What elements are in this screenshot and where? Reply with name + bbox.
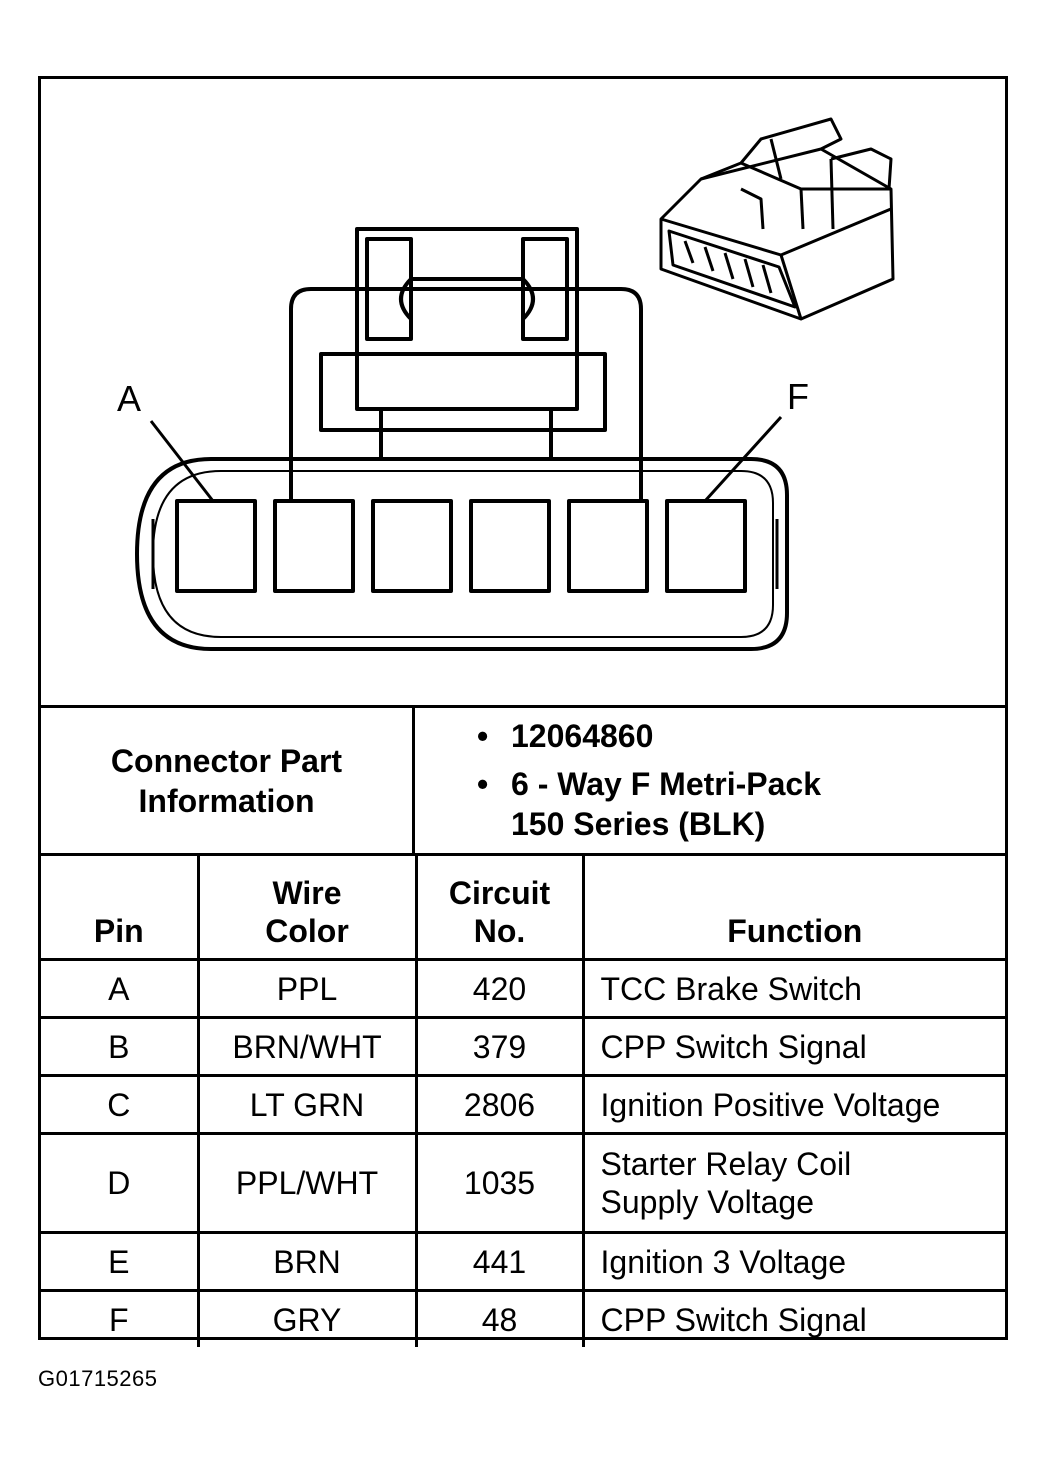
cell-wire-color: PPL/WHT — [196, 1132, 418, 1234]
table-row: F GRY 48 CPP Switch Signal — [41, 1289, 1005, 1347]
connector-info-label: Connector Part Information — [41, 708, 415, 853]
cell-wire-color: BRN/WHT — [196, 1016, 418, 1077]
pin-cavity-b — [273, 499, 355, 593]
table-row: E BRN 441 Ignition 3 Voltage — [41, 1231, 1005, 1292]
cell-pin: F — [41, 1289, 200, 1347]
cell-pin: B — [41, 1016, 200, 1077]
connector-info-list: 12064860 6 - Way F Metri-Pack 150 Series… — [415, 708, 1005, 853]
connector-latch — [355, 227, 579, 411]
pin-label-f: F — [787, 376, 809, 417]
table-row: D PPL/WHT 1035 Starter Relay Coil Supply… — [41, 1132, 1005, 1234]
connector-housing-top — [289, 287, 643, 499]
diagram-frame: A F Connector Part Information 12064860 … — [38, 76, 1008, 1347]
cell-function: Ignition Positive Voltage — [581, 1074, 1005, 1135]
cell-function: CPP Switch Signal — [581, 1289, 1005, 1347]
connector-description: 6 - Way F Metri-Pack 150 Series (BLK) — [415, 764, 841, 844]
cell-pin: A — [41, 958, 200, 1019]
leader-line-f — [703, 415, 783, 503]
cell-wire-color: LT GRN — [196, 1074, 418, 1135]
connector-part-info: Connector Part Information 12064860 6 - … — [41, 705, 1005, 856]
leader-line-a — [149, 420, 215, 502]
connector-diagram: A F — [117, 117, 895, 651]
header-circuit: Circuit No. — [414, 856, 585, 961]
cell-circuit: 48 — [414, 1289, 585, 1347]
pin-cavity-e — [567, 499, 649, 593]
cell-wire-color: BRN — [196, 1231, 418, 1292]
table-header-row: Pin Wire Color Circuit No. Function — [41, 856, 1005, 961]
pin-cavity-d — [469, 499, 551, 593]
pin-cavity-c — [371, 499, 453, 593]
cell-pin: E — [41, 1231, 200, 1292]
diagram-id: G01715265 — [38, 1366, 158, 1391]
cell-circuit: 1035 — [414, 1132, 585, 1234]
table-row: B BRN/WHT 379 CPP Switch Signal — [41, 1016, 1005, 1077]
pin-label-a: A — [117, 378, 141, 419]
cell-circuit: 420 — [414, 958, 585, 1019]
table-row: A PPL 420 TCC Brake Switch — [41, 958, 1005, 1019]
part-number: 12064860 — [415, 716, 1005, 756]
cell-circuit: 441 — [414, 1231, 585, 1292]
header-wire-color: Wire Color — [196, 856, 418, 961]
cell-pin: C — [41, 1074, 200, 1135]
cell-wire-color: PPL — [196, 958, 418, 1019]
table-row: C LT GRN 2806 Ignition Positive Voltage — [41, 1074, 1005, 1135]
pin-cavity-f — [665, 499, 747, 593]
cell-function: Starter Relay Coil Supply Voltage — [581, 1132, 1005, 1234]
connector-body — [135, 457, 789, 651]
cell-pin: D — [41, 1132, 200, 1234]
cell-function: TCC Brake Switch — [581, 958, 1005, 1019]
cell-function: CPP Switch Signal — [581, 1016, 1005, 1077]
pin-cavity-a — [175, 499, 257, 593]
cell-circuit: 379 — [414, 1016, 585, 1077]
pin-table: Pin Wire Color Circuit No. Function A PP… — [41, 856, 1005, 1347]
header-pin: Pin — [41, 856, 200, 961]
cell-function: Ignition 3 Voltage — [581, 1231, 1005, 1292]
header-function: Function — [581, 856, 1005, 961]
cell-wire-color: GRY — [196, 1289, 418, 1347]
connector-iso-illustration — [659, 117, 895, 321]
cell-circuit: 2806 — [414, 1074, 585, 1135]
